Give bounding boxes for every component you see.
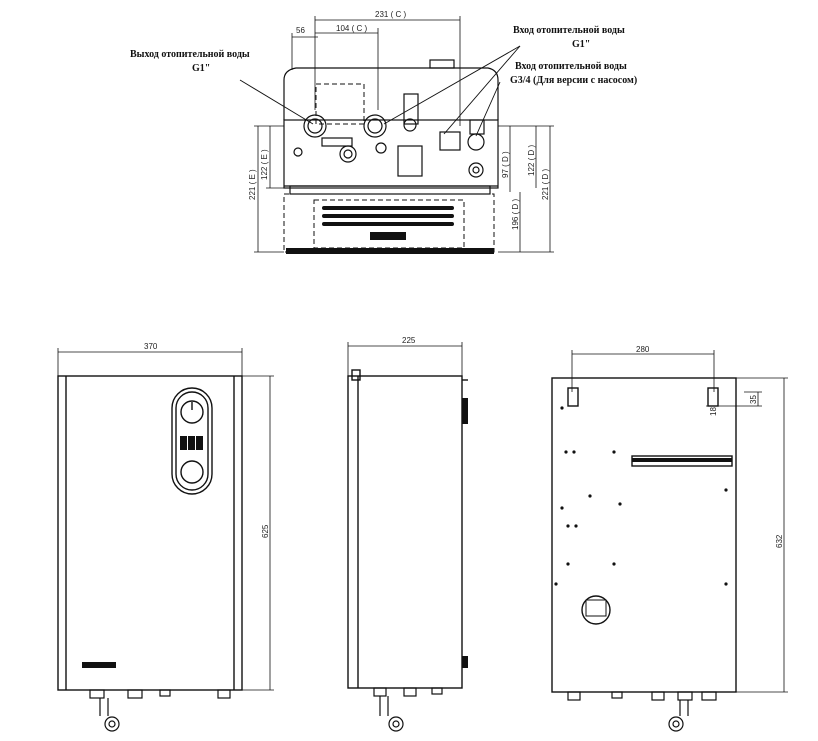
outlet-fitting-icon — [303, 114, 327, 138]
side-bottom-fittings — [373, 687, 443, 732]
back-mount-bar — [585, 458, 732, 617]
back-height: 632 — [775, 534, 784, 548]
inlet-label: Вход отопительной воды — [513, 25, 625, 36]
front-width: 370 — [144, 342, 158, 351]
front-view: 370 625 — [57, 342, 274, 732]
back-drain-valve-icon — [668, 716, 684, 732]
side-connector — [462, 398, 468, 668]
side-body — [347, 369, 468, 689]
back-view: 280 35 18 632 — [551, 345, 788, 732]
switch-3-icon — [196, 436, 203, 450]
side-depth: 225 — [402, 336, 416, 345]
inlet-pump-size: G3/4 (Для версии с насосом) — [510, 75, 637, 86]
side-drain-valve-icon — [388, 716, 404, 732]
thermostat-knob-icon — [180, 400, 204, 424]
dim-231c: 231 ( C ) — [375, 10, 406, 19]
front-dims — [57, 348, 274, 691]
front-height: 625 — [261, 524, 270, 538]
front-body — [57, 375, 243, 691]
dim-104c: 104 ( C ) — [336, 24, 367, 33]
front-control-panel — [171, 387, 213, 495]
drain-valve-icon — [104, 716, 120, 732]
back-mount-small: 18 — [709, 407, 718, 416]
outlet-label: Выход отопительной воды — [130, 49, 250, 60]
side-dims — [347, 342, 463, 376]
pump-inlet-fitting-icon — [467, 133, 485, 151]
top-dimension-lines — [291, 16, 461, 126]
dim-97d: 97 ( D ) — [501, 151, 510, 178]
dim-196d: 196 ( D ) — [511, 199, 520, 230]
dim-56: 56 — [296, 26, 305, 35]
top-body-outline — [283, 59, 499, 195]
side-view: 225 — [347, 336, 468, 732]
top-right-dims — [498, 125, 554, 253]
back-mount-offset: 35 — [749, 395, 758, 404]
back-port-icon — [581, 595, 611, 625]
top-dashed-projection — [283, 83, 495, 253]
callout-leaders — [239, 45, 521, 137]
top-fittings — [293, 93, 485, 178]
indicator-lamp-icon — [180, 460, 204, 484]
back-dims — [571, 350, 788, 693]
front-switches — [180, 436, 203, 450]
front-bottom-fittings — [89, 689, 231, 732]
dim-221e: 221 ( E ) — [248, 169, 257, 200]
back-body — [551, 377, 737, 693]
back-bottom-fittings — [567, 691, 717, 732]
back-holes — [554, 406, 728, 586]
inlet-fitting-icon — [363, 114, 387, 138]
dim-122d: 122 ( D ) — [527, 145, 536, 176]
outlet-size: G1" — [192, 63, 210, 74]
top-left-dims — [254, 125, 284, 253]
back-mount-spacing: 280 — [636, 345, 650, 354]
top-view: 231 ( C ) 104 ( C ) 56 — [130, 10, 637, 254]
brand-plate — [82, 662, 116, 668]
switch-2-icon — [188, 436, 195, 450]
inlet-size: G1" — [572, 39, 590, 50]
top-grille — [286, 206, 494, 254]
dim-122e: 122 ( E ) — [260, 149, 269, 180]
switch-1-icon — [180, 436, 187, 450]
dim-221d: 221 ( D ) — [541, 169, 550, 200]
inlet-pump-label: Вход отопительной воды — [515, 61, 627, 72]
